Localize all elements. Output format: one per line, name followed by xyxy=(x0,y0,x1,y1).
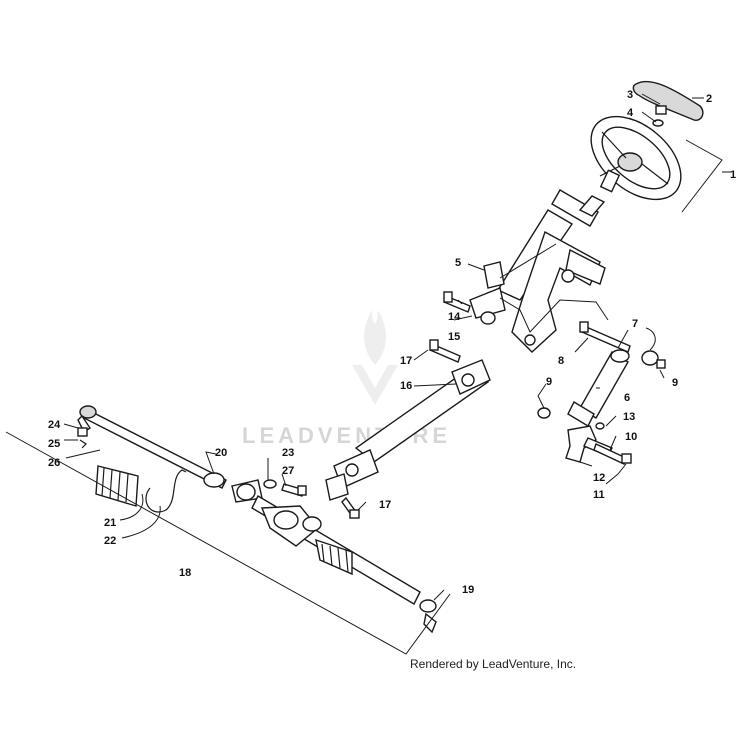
steering-wheel-cover xyxy=(632,80,704,121)
leader-lines xyxy=(63,93,732,601)
bracket-bolt xyxy=(443,291,471,313)
callout-15: 15 xyxy=(448,331,460,343)
callout-14: 14 xyxy=(448,311,461,323)
callout-3: 3 xyxy=(627,89,633,101)
lower-pinch-bolt xyxy=(341,496,360,519)
wheel-nut xyxy=(655,105,667,115)
callout-18: 18 xyxy=(179,567,191,579)
callout-16: 16 xyxy=(400,380,412,392)
damper-washer xyxy=(641,350,659,366)
mount-bolt xyxy=(593,443,632,465)
bracket-nut xyxy=(480,311,496,325)
callout-4: 4 xyxy=(627,107,634,119)
callout-13: 13 xyxy=(623,411,635,423)
callout-7: 7 xyxy=(632,318,638,330)
intermediate-shaft xyxy=(325,359,491,501)
callout-19: 19 xyxy=(462,584,474,596)
rack-washer xyxy=(263,479,277,489)
damper-mount-bracket xyxy=(565,425,597,463)
callout-24: 24 xyxy=(48,419,61,431)
render-credit: Rendered by LeadVenture, Inc. xyxy=(410,657,576,671)
callout-2: 2 xyxy=(706,93,712,105)
steering-column xyxy=(496,189,606,353)
callout-23: 23 xyxy=(282,447,294,459)
callout-21: 21 xyxy=(104,517,116,529)
boot-clamp xyxy=(145,469,187,513)
steering-wheel xyxy=(590,115,682,201)
assembly-bracket-18 xyxy=(5,431,451,655)
callout-20: 20 xyxy=(215,447,227,459)
rack-bolt xyxy=(281,483,307,497)
mount-pin xyxy=(595,422,605,430)
callout-26: 26 xyxy=(48,457,60,469)
cotter-pin xyxy=(79,439,87,449)
callout-9-lower: 9 xyxy=(546,376,552,388)
callout-17-upper: 17 xyxy=(400,355,412,367)
callout-12: 12 xyxy=(593,472,605,484)
callout-10: 10 xyxy=(625,431,637,443)
watermark-logo xyxy=(352,310,398,405)
assembly-bracket-1 xyxy=(681,139,723,213)
rack-boot xyxy=(95,465,139,507)
callout-5: 5 xyxy=(455,257,461,269)
callout-6: 6 xyxy=(624,392,630,404)
damper-nut-lower xyxy=(537,407,551,419)
callout-17-lower: 17 xyxy=(379,499,391,511)
steering-damper xyxy=(567,349,630,427)
steering-rack xyxy=(77,405,437,634)
damper-nut-upper xyxy=(656,359,666,369)
column-bracket xyxy=(469,261,506,319)
callout-8: 8 xyxy=(558,355,564,367)
callout-1: 1 xyxy=(730,169,736,181)
callout-22: 22 xyxy=(104,535,116,547)
tie-rod-nut xyxy=(77,427,88,437)
callout-25: 25 xyxy=(48,438,60,450)
damper-bolt xyxy=(579,321,631,353)
upper-pinch-bolt xyxy=(429,339,461,363)
callout-11: 11 xyxy=(593,489,605,501)
callout-9-upper: 9 xyxy=(672,377,678,389)
callout-27: 27 xyxy=(282,465,294,477)
